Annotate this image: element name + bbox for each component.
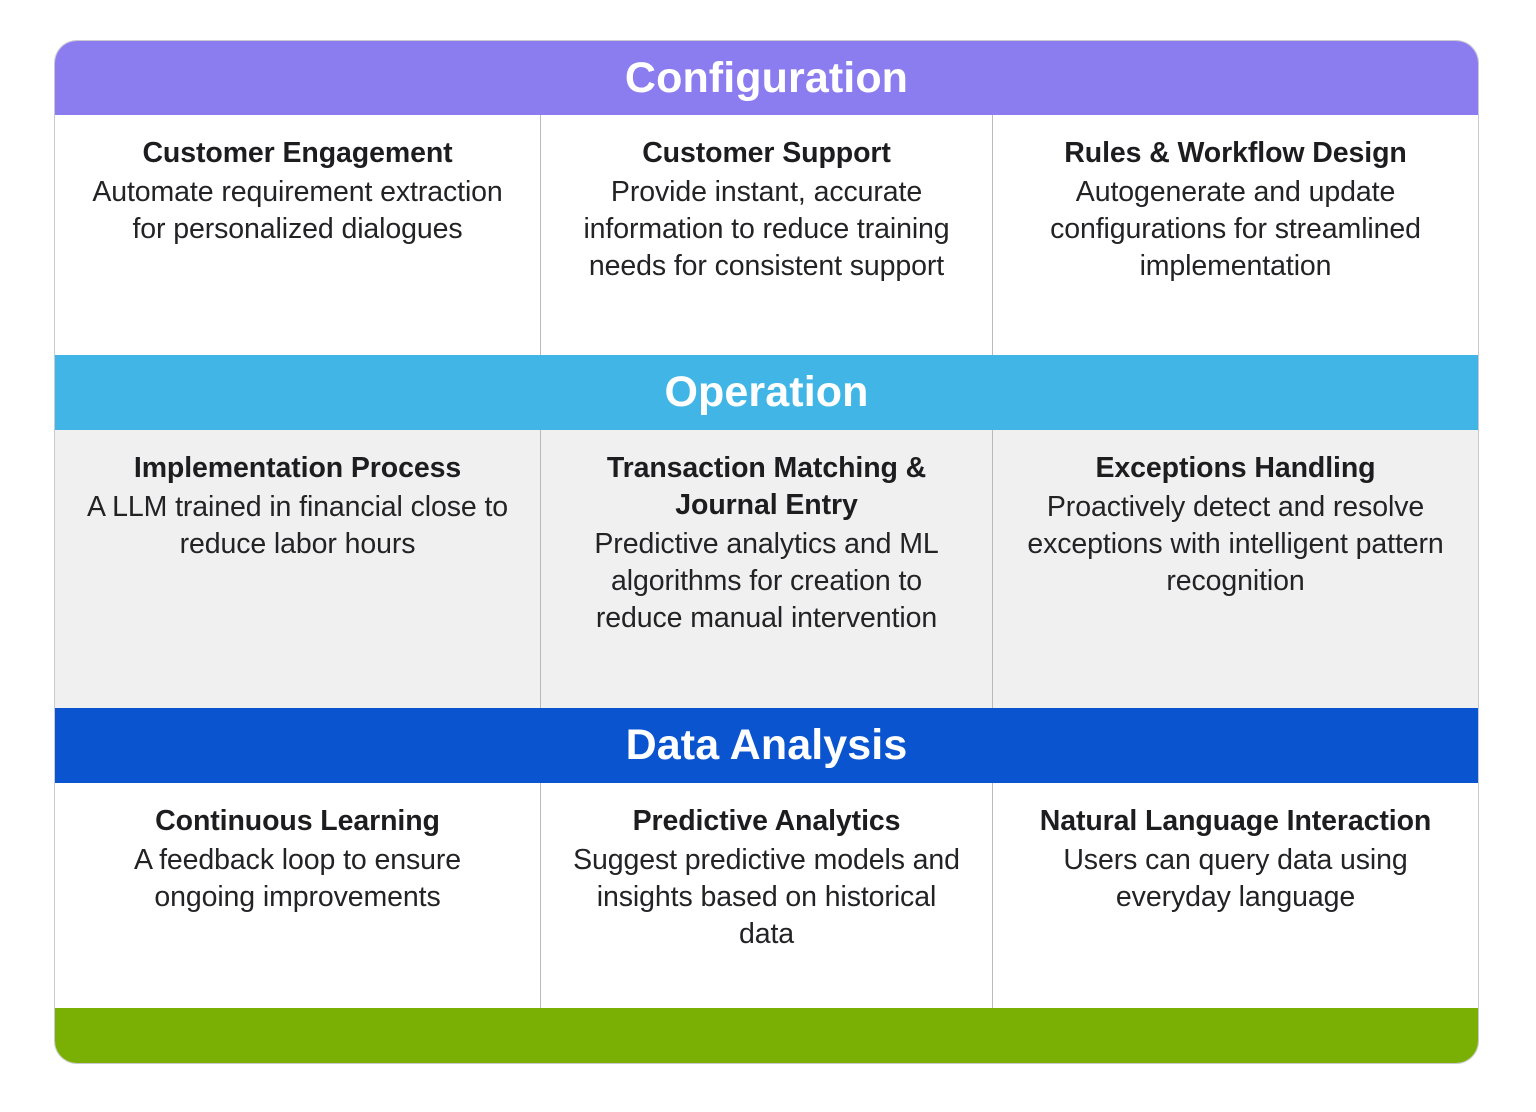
matrix-cell-rules-workflow-design: Rules & Workflow Design Autogenerate and…: [993, 115, 1478, 355]
matrix-cell-customer-engagement: Customer Engagement Automate requirement…: [55, 115, 540, 355]
cell-title: Natural Language Interaction: [1039, 805, 1432, 837]
cell-description: A LLM trained in financial close to redu…: [86, 491, 509, 561]
cell-title: Exceptions Handling: [1095, 452, 1376, 484]
matrix-cell-customer-support: Customer Support Provide instant, accura…: [540, 115, 993, 355]
section-band-label: Operation: [664, 368, 869, 416]
matrix-cell-predictive-analytics: Predictive Analytics Suggest predictive …: [540, 783, 993, 1008]
section-band-operation: Operation: [55, 355, 1478, 430]
matrix-cell-transaction-matching-journal-entry: Transaction Matching & Journal Entry Pre…: [540, 430, 993, 708]
matrix-cell-exceptions-handling: Exceptions Handling Proactively detect a…: [993, 430, 1478, 708]
capability-matrix-card: Configuration Customer Engagement Automa…: [55, 41, 1478, 1063]
cell-description: Autogenerate and update configurations f…: [1050, 176, 1421, 283]
footer-accent-bar: [55, 1008, 1478, 1063]
cell-description: Automate requirement extraction for pers…: [92, 176, 503, 246]
cell-description: Users can query data using everyday lang…: [1063, 844, 1408, 914]
cell-title: Rules & Workflow Design: [1064, 137, 1407, 169]
section-row-data-analysis: Continuous Learning A feedback loop to e…: [55, 783, 1478, 1008]
cell-title: Transaction Matching & Journal Entry: [606, 452, 927, 522]
section-row-operation: Implementation Process A LLM trained in …: [55, 430, 1478, 708]
cell-description: A feedback loop to ensure ongoing improv…: [133, 844, 462, 914]
cell-title: Implementation Process: [133, 452, 462, 484]
cell-description: Predictive analytics and ML algorithms f…: [594, 528, 939, 635]
cell-title: Continuous Learning: [155, 805, 440, 837]
cell-title: Predictive Analytics: [632, 805, 901, 837]
cell-title: Customer Engagement: [142, 137, 453, 169]
section-band-data-analysis: Data Analysis: [55, 708, 1478, 783]
matrix-cell-natural-language-interaction: Natural Language Interaction Users can q…: [993, 783, 1478, 1008]
cell-description: Proactively detect and resolve exception…: [1027, 491, 1444, 598]
cell-title: Customer Support: [642, 137, 891, 169]
cell-description: Provide instant, accurate information to…: [583, 176, 950, 283]
section-band-label: Data Analysis: [625, 721, 908, 769]
matrix-cell-implementation-process: Implementation Process A LLM trained in …: [55, 430, 540, 708]
section-band-label: Configuration: [624, 53, 909, 102]
section-row-configuration: Customer Engagement Automate requirement…: [55, 115, 1478, 355]
section-band-configuration: Configuration: [55, 41, 1478, 115]
matrix-cell-continuous-learning: Continuous Learning A feedback loop to e…: [55, 783, 540, 1008]
cell-description: Suggest predictive models and insights b…: [573, 844, 960, 951]
